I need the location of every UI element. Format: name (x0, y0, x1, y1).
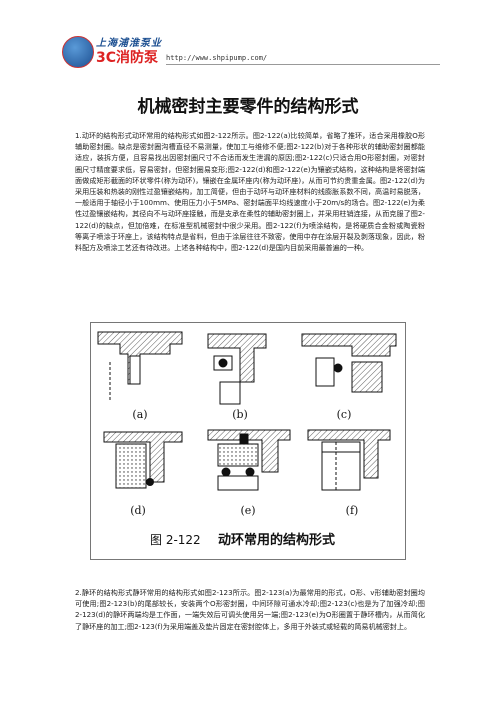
panel-c-drawing (301, 333, 397, 393)
company-logo-icon (62, 36, 94, 68)
panel-b-drawing (207, 333, 267, 405)
figure-2-122: (a) (b) (c) (d) (e) (f) 图 2-122 动环常用的结构形… (90, 322, 406, 560)
paragraph-static-ring: 2.静环的结构形式静环常用的结构形式如图2-123所示。图2-123(a)为最常… (75, 588, 425, 631)
figure-drawing: (a) (b) (c) (d) (e) (f) 图 2-122 动环常用的结构形… (90, 322, 406, 560)
panel-label-d: (d) (130, 504, 146, 517)
panel-d-drawing (103, 431, 183, 489)
logo-company-name: 上海浦淮泵业 (96, 38, 162, 49)
page-header: 上海浦淮泵业 3C消防泵 http://www.shpipump.com/ (60, 30, 440, 80)
paragraph-moving-ring: 1.动环的结构形式动环常用的结构形式如图2-122所示。图2-122(a)比较简… (75, 131, 425, 253)
panel-f-drawing (307, 429, 391, 491)
logo-brand: 3C消防泵 (96, 50, 159, 66)
panel-label-a: (a) (132, 408, 147, 421)
panel-e-drawing (207, 429, 291, 491)
header-divider (166, 64, 440, 65)
panel-label-e: (e) (240, 504, 255, 517)
page-title: 机械密封主要零件的结构形式 (137, 97, 359, 117)
panel-a-drawing (97, 331, 183, 400)
panel-label-c: (c) (337, 408, 352, 421)
figure-number: 图 2-122 (150, 533, 201, 547)
site-url-link[interactable]: http://www.shpipump.com/ (166, 54, 268, 62)
panel-label-f: (f) (346, 504, 359, 517)
panel-label-b: (b) (232, 408, 248, 421)
figure-caption: 动环常用的结构形式 (218, 532, 335, 548)
